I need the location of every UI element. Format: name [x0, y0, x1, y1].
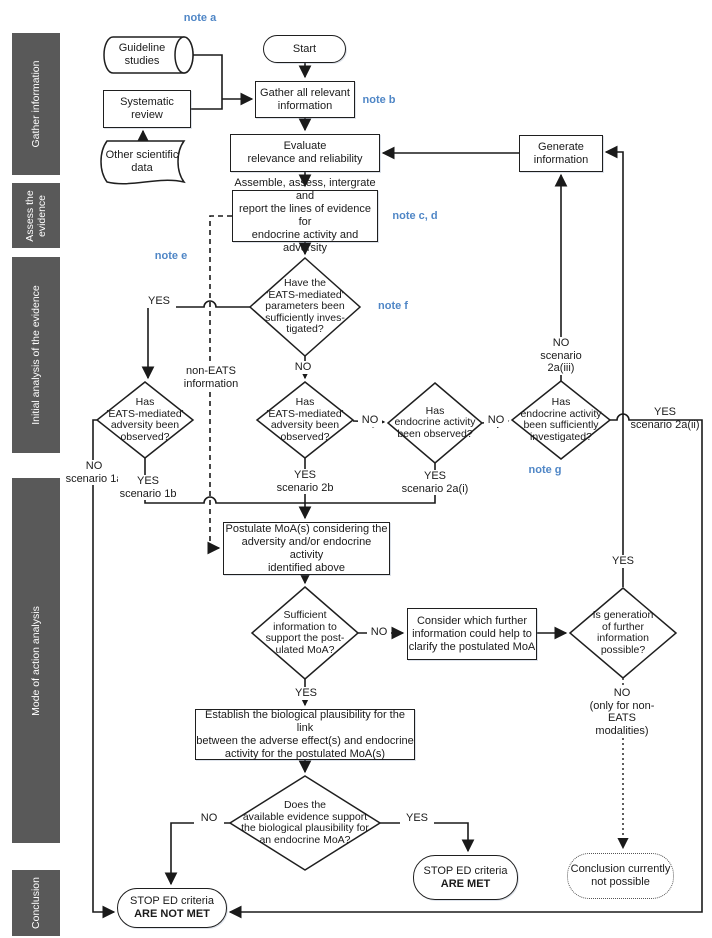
phase-label: Initial analysis of the evidence	[30, 285, 42, 425]
start-node: Start	[263, 35, 346, 63]
d2-no-1a-line	[92, 419, 116, 919]
consider-further-info-node: Consider which further information could…	[407, 608, 537, 660]
phase-initial-analysis: Initial analysis of the evidence	[12, 257, 60, 453]
diamond-activity-observed	[386, 382, 484, 464]
phase-label: Mode of action analysis	[30, 605, 42, 716]
diamond-eats-parameters-label: Have the 'EATS-mediated' parameters been…	[265, 277, 345, 336]
diamond-sufficient-info	[250, 586, 360, 680]
note-e: note e	[154, 250, 188, 262]
stop-met-line1: STOP ED criteria	[423, 864, 508, 877]
diamond-adversity-mid	[255, 381, 355, 459]
non-eats-dashed-line	[207, 215, 232, 555]
guideline-cylinder-rim	[174, 36, 194, 74]
stop-ed-met-node: STOP ED criteria ARE MET	[413, 855, 518, 900]
label-no-d1: NO	[288, 361, 318, 374]
postulate-moa-node: Postulate MoA(s) considering the adversi…	[223, 522, 390, 575]
phase-gather-information: Gather information	[12, 33, 60, 175]
label-yes-d6: YES	[289, 687, 323, 700]
phase-label: Gather information	[30, 60, 42, 148]
d7-yes-up-line	[604, 145, 624, 587]
diamond-activity-investigated	[510, 380, 612, 460]
diamond-activity-observed-label: Has endocrine activity been observed?	[394, 404, 476, 440]
note-a: note a	[183, 12, 217, 24]
note-c-d: note c, d	[392, 210, 438, 222]
diamond-plausibility-label: Does the available evidence support the …	[241, 799, 369, 846]
stop-met-line2: ARE MET	[440, 877, 491, 890]
gather-info-node: Gather all relevant information	[255, 81, 355, 118]
label-yes-scenario-1b: YES scenario 1b	[118, 475, 178, 500]
label-no-scenario-2aiii: NO scenario 2a(iii)	[526, 337, 596, 375]
label-yes-scenario-2aii: YES scenario 2a(ii)	[630, 406, 700, 431]
phase-label: Conclusion	[30, 877, 42, 929]
diamond-generation-possible	[568, 587, 678, 679]
phase-conclusion: Conclusion	[12, 870, 60, 936]
diamond-sufficient-info-label: Sufficient information to support the po…	[265, 609, 345, 656]
establish-plausibility-node: Establish the biological plausibility fo…	[195, 708, 415, 760]
evaluate-node: Evaluate relevance and reliability	[230, 134, 380, 172]
d5-yes-2aii-line	[228, 413, 703, 919]
assemble-node: Assemble, assess, intergrate and report …	[232, 177, 378, 254]
stop-not-met-line2: ARE NOT MET	[134, 908, 210, 920]
d8-yes-line	[380, 822, 475, 853]
phase-moa-analysis: Mode of action analysis	[12, 478, 60, 843]
label-no-d6: NO	[367, 626, 391, 639]
diamond-eats-parameters	[248, 256, 362, 358]
conclusion-not-possible-node: Conclusion currently not possible	[567, 853, 674, 899]
diamond-plausibility	[228, 775, 382, 871]
other-scientific-data-label: Other scientific data	[105, 149, 179, 174]
stop-not-met-line1: STOP ED criteria	[130, 895, 214, 907]
scenario-merge-line	[144, 458, 436, 504]
phase-assess-evidence: Assess the evidence	[12, 183, 60, 248]
systematic-review-node: Systematic review	[103, 90, 191, 128]
diamond-adversity-left	[95, 381, 195, 459]
d1-yes-line	[141, 300, 250, 380]
diamond-activity-investigated-label: Has endocrine activity been sufficiently…	[520, 396, 602, 443]
label-non-eats-information: non-EATS information	[176, 365, 246, 390]
diamond-generation-possible-label: Is generation of further information pos…	[592, 609, 654, 656]
label-yes-d7: YES	[606, 555, 640, 568]
generate-information-node: Generate information	[519, 135, 603, 172]
label-yes-scenario-2ai: YES scenario 2a(i)	[400, 470, 470, 495]
label-no-d3-d4: NO	[358, 414, 382, 427]
guideline-studies-label: Guideline studies	[118, 42, 166, 67]
label-no-d4-d5: NO	[484, 414, 508, 427]
other-data-shape	[100, 140, 186, 185]
phase-label: Assess the evidence	[24, 189, 48, 242]
label-yes-d8: YES	[400, 812, 434, 825]
label-yes-d1: YES	[142, 295, 176, 308]
label-yes-scenario-2b: YES scenario 2b	[275, 469, 335, 494]
d8-no-line	[164, 822, 230, 886]
label-no-d8: NO	[194, 812, 224, 825]
note-b: note b	[362, 94, 396, 106]
stop-ed-not-met-node: STOP ED criteria ARE NOT MET	[117, 888, 227, 928]
diamond-adversity-left-label: Has 'EATS-mediated' adversity been obser…	[106, 396, 184, 443]
note-f: note f	[378, 300, 408, 312]
label-no-d7-modalities: NO (only for non-EATS modalities)	[576, 687, 668, 737]
label-no-scenario-1a: NO scenario 1a	[64, 460, 124, 485]
diamond-adversity-mid-label: Has 'EATS-mediated' adversity been obser…	[266, 396, 344, 443]
note-g: note g	[528, 464, 562, 476]
sources-junction-line	[190, 54, 223, 110]
